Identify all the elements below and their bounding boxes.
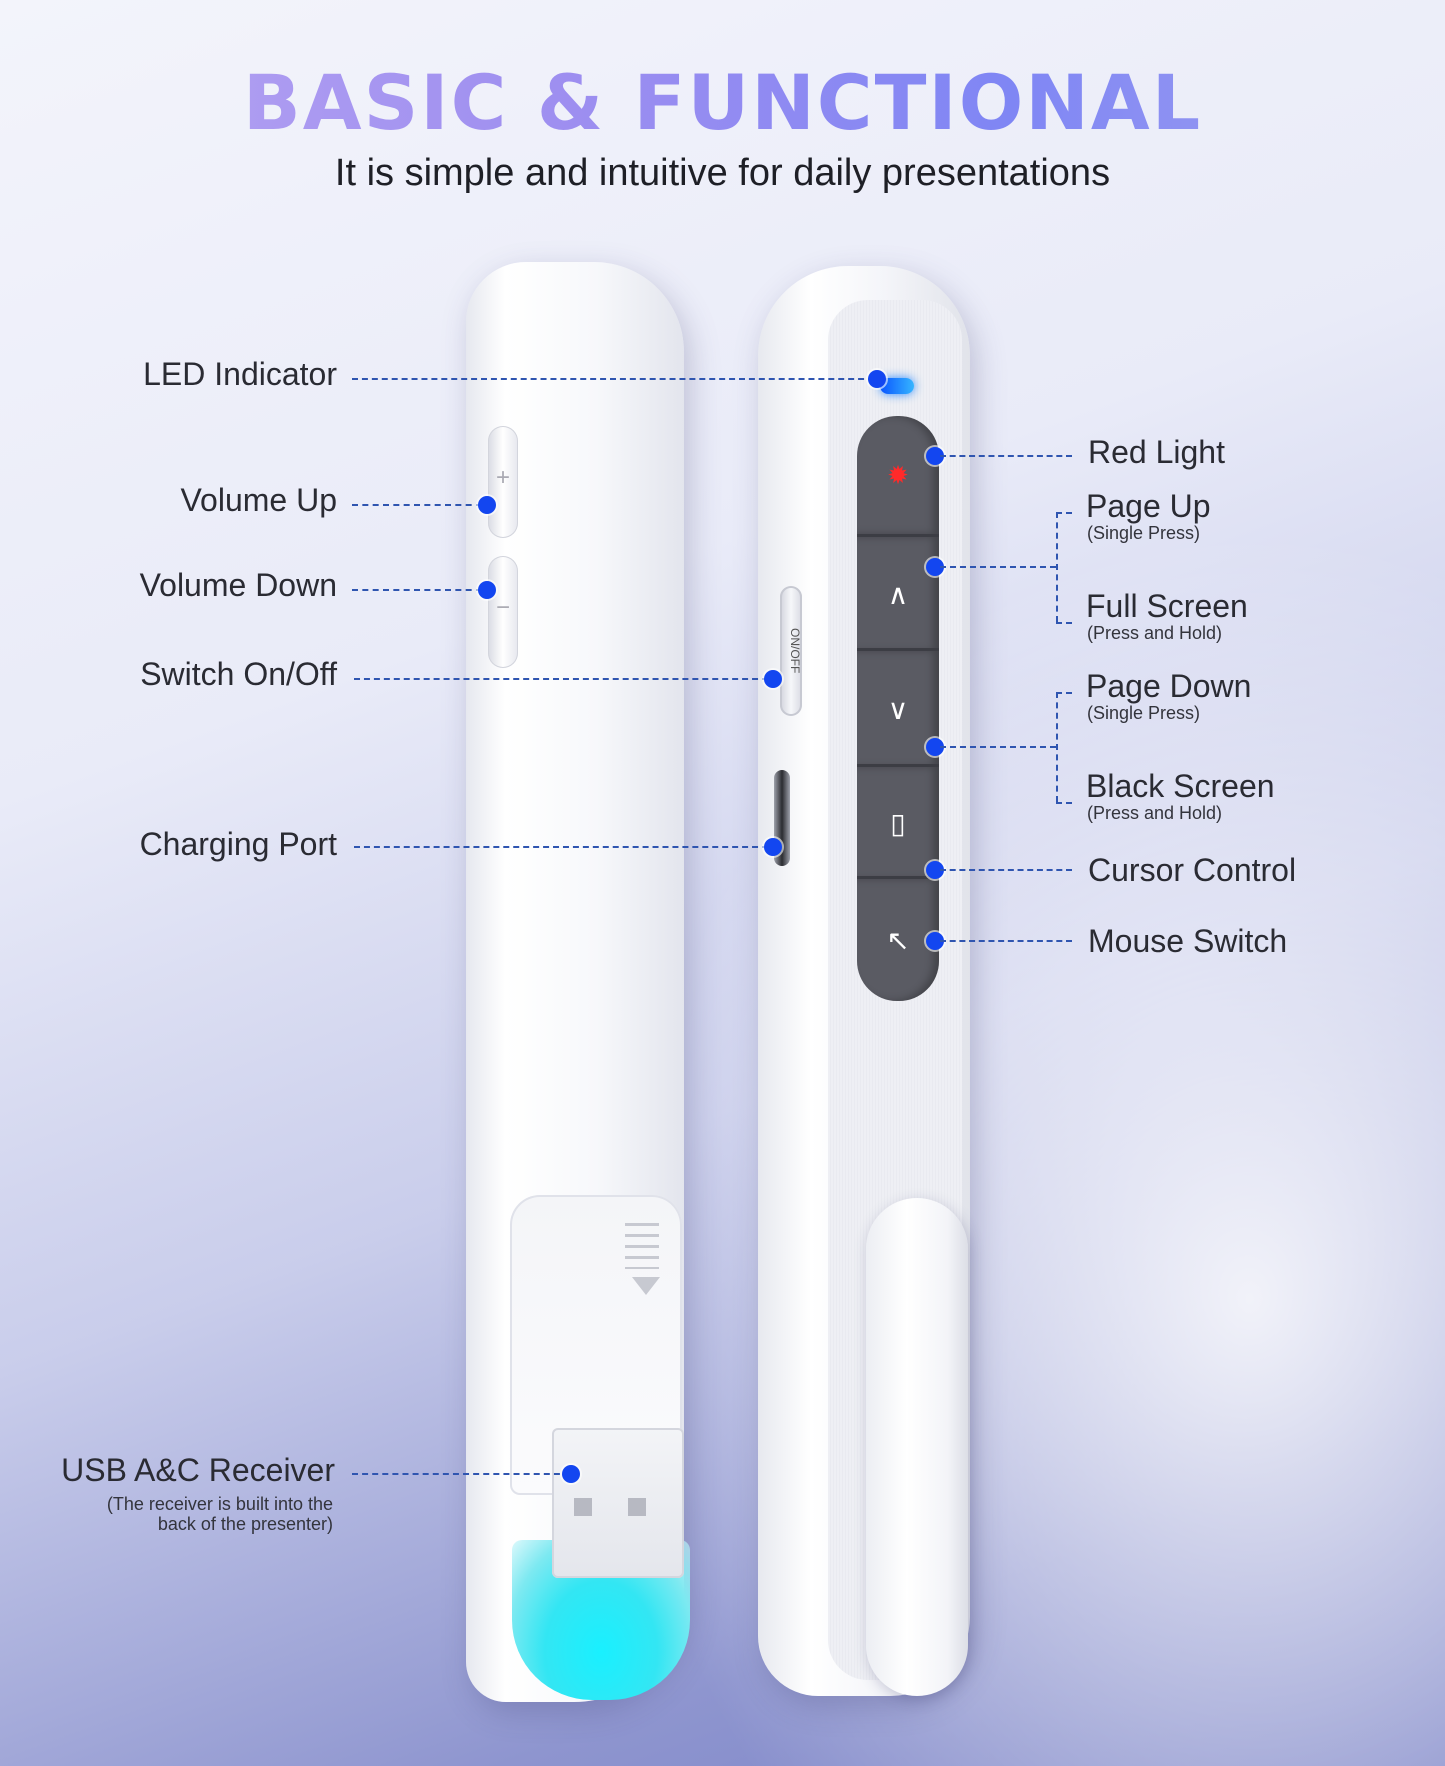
page-up-label: Page Up: [1086, 488, 1211, 524]
usb-receiver: [552, 1428, 684, 1578]
callout-dot: [868, 370, 886, 388]
minus-icon: −: [495, 594, 510, 621]
cursor-control-button: ▯: [857, 764, 939, 879]
callout-dot: [764, 670, 782, 688]
callout-dot: [926, 447, 944, 465]
usb-contact-icon: [628, 1498, 646, 1516]
red-light-button: ✹: [857, 416, 939, 534]
callout-line: [940, 455, 1072, 457]
full-screen-sublabel: (Press and Hold): [1087, 623, 1223, 643]
red-light-label: Red Light: [1088, 434, 1225, 470]
callout-line: [352, 589, 482, 591]
callout-line: [1056, 512, 1072, 514]
usb-contact-icon: [574, 1498, 592, 1516]
callout-dot: [926, 558, 944, 576]
mouse-icon: ▯: [890, 807, 906, 839]
callout-dot: [926, 932, 944, 950]
callout-line: [354, 846, 768, 848]
callout-line: [1056, 692, 1072, 694]
page-down-button: ∨: [857, 648, 939, 767]
usb-receiver-note-line1: (The receiver is built into the: [106, 1494, 333, 1514]
grip-lines-icon: [625, 1223, 659, 1269]
volume-up-key: +: [488, 426, 518, 538]
page-up-button: ∧: [857, 534, 939, 651]
black-screen-sublabel: (Press and Hold): [1087, 803, 1223, 823]
page-down-label: Page Down: [1086, 668, 1252, 704]
black-screen-label: Black Screen: [1086, 768, 1275, 804]
callout-dot: [926, 861, 944, 879]
volume-down-key: −: [488, 556, 518, 668]
mouse-switch-label: Mouse Switch: [1088, 923, 1288, 959]
callout-dot: [478, 496, 496, 514]
plus-icon: +: [495, 464, 510, 491]
pointer-icon: ↖: [886, 924, 910, 956]
volume-down-label: Volume Down: [139, 567, 337, 603]
cursor-control-label: Cursor Control: [1088, 852, 1297, 888]
switch-label: Switch On/Off: [140, 656, 337, 692]
power-switch: ON/OFF: [780, 586, 802, 716]
led-indicator-light: [880, 378, 914, 394]
page-subtitle: It is simple and intuitive for daily pre…: [334, 152, 1111, 194]
chevron-down-icon: ∨: [887, 693, 909, 725]
led-indicator-label: LED Indicator: [143, 356, 337, 392]
page-down-sublabel: (Single Press): [1087, 703, 1201, 723]
charging-port-label: Charging Port: [139, 826, 337, 862]
callout-dot: [478, 581, 496, 599]
chevron-up-icon: ∧: [887, 578, 909, 610]
callout-bracket: [1056, 512, 1058, 622]
callout-line: [1056, 622, 1072, 624]
usb-receiver-note-line2: back of the presenter): [157, 1514, 333, 1534]
callout-line: [940, 869, 1072, 871]
usb-receiver-label: USB A&C Receiver: [61, 1452, 335, 1488]
full-screen-label: Full Screen: [1086, 588, 1248, 624]
callout-line: [352, 1473, 570, 1475]
callout-line: [940, 746, 1056, 748]
callout-dot: [562, 1465, 580, 1483]
volume-up-label: Volume Up: [180, 482, 337, 518]
mouse-switch-button: ↖: [857, 876, 939, 1001]
triangle-down-icon: [632, 1277, 660, 1295]
callout-dot: [764, 838, 782, 856]
laser-icon: ✹: [887, 459, 909, 490]
callout-line: [940, 566, 1056, 568]
page-up-sublabel: (Single Press): [1087, 523, 1201, 543]
page-title: BASIC & FUNCTIONAL: [0, 58, 1445, 148]
callout-line: [352, 504, 482, 506]
callout-dot: [926, 738, 944, 756]
callout-bracket: [1056, 692, 1058, 802]
pocket-clip: [866, 1198, 968, 1696]
callout-line: [352, 378, 874, 380]
callout-line: [940, 940, 1072, 942]
header: BASIC & FUNCTIONAL It is simple and intu…: [0, 58, 1445, 195]
callout-line: [1056, 802, 1072, 804]
callout-line: [354, 678, 768, 680]
